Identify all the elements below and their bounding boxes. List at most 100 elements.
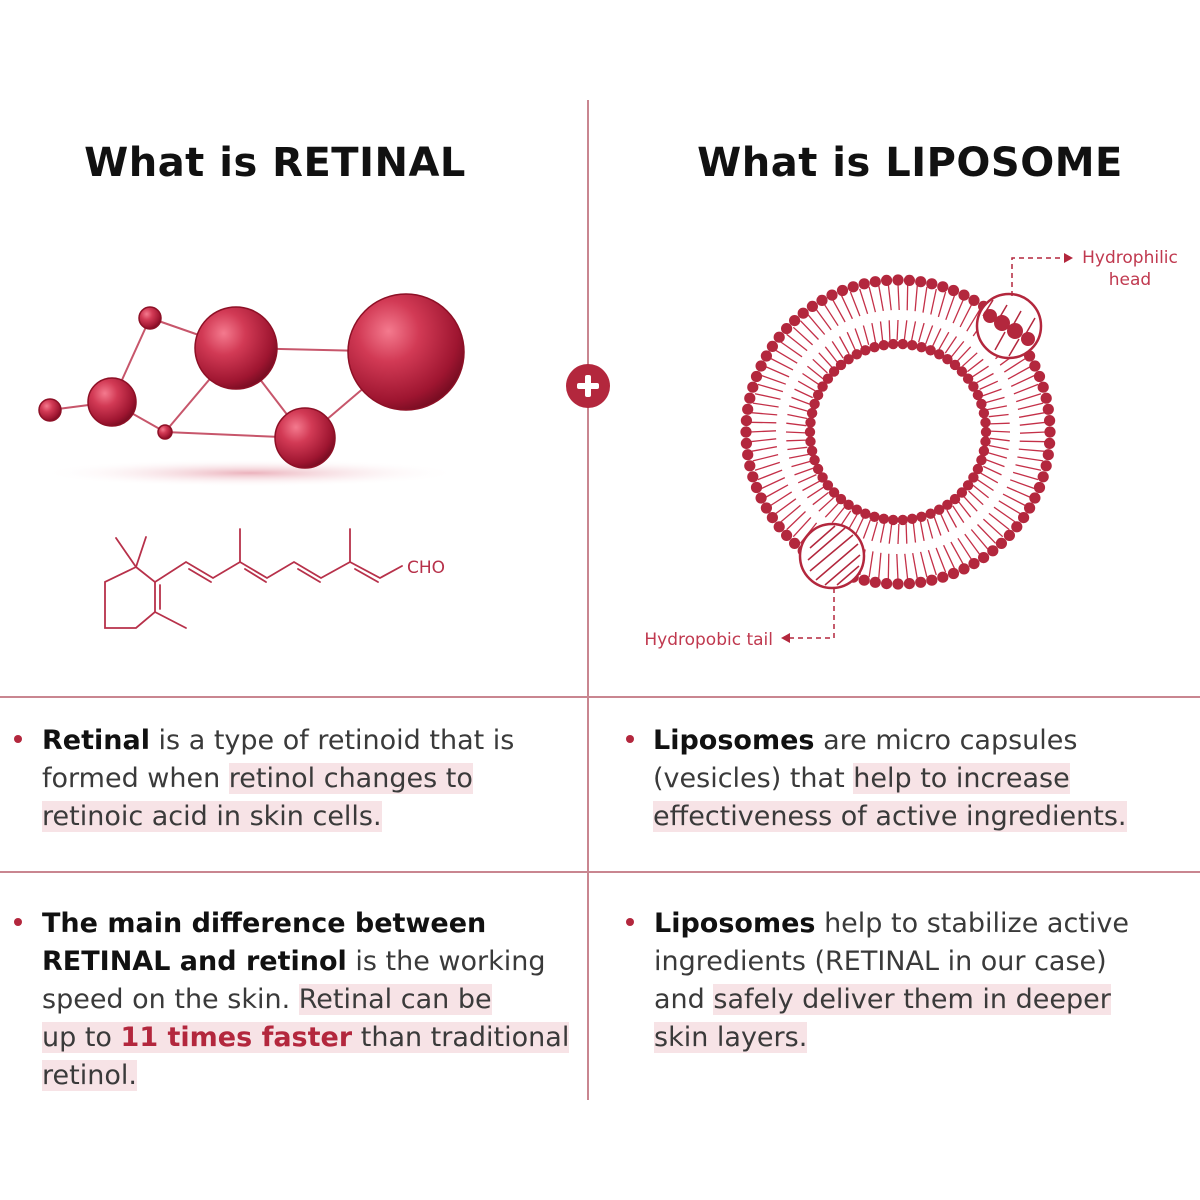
lipid-tail [754,461,780,471]
lipid-tail [794,467,814,476]
lipid-head [892,274,904,286]
lipid-head [826,289,838,301]
lipid-head [942,499,953,510]
speed-highlight: 11 times faster [120,1022,353,1053]
retinal-definition: Retinal is a type of retinoid that is fo… [14,722,514,836]
lipid-head [1037,471,1049,483]
lipid-tail [786,422,807,427]
atom [157,424,173,440]
lipid-tail [862,519,872,539]
lipid-head [750,481,763,494]
lipid-tail [761,374,787,385]
lipid-head [817,381,828,392]
lipid-head [869,576,881,588]
lipid-tail [964,533,981,556]
lipid-tail [812,358,828,374]
retinal-term: Retinal [42,725,150,756]
liposome-definition-text: (vesicles) that [653,763,854,794]
lipid-head [858,574,870,586]
lipid-head [925,508,936,519]
difference-heading: The main difference between [42,908,487,939]
lipid-head [843,499,854,510]
hydrophilic-label-line-2: head [1109,270,1151,290]
horizontal-divider-top [0,696,1200,698]
lipid-head [860,345,871,356]
lipid-tail [786,511,806,531]
lipid-head [881,274,893,286]
lipid-tail [1018,412,1045,418]
lipid-tail [924,325,934,345]
highlighted-text: retinol changes to [228,763,473,794]
lipid-head [1024,502,1036,514]
lipid-tail [818,352,833,369]
lipid-tail [985,458,1005,468]
lipid-head [916,511,927,522]
lipid-tail [966,308,981,332]
lipid-head [822,480,834,491]
lipid-tail [982,388,1002,397]
lipid-tail [927,550,937,576]
lipid-head [995,537,1008,550]
lipid-head [942,354,953,365]
lipid-tail [926,519,934,539]
lipid-tail [1006,486,1031,499]
lipid-tail [989,430,1011,433]
lipid-tail [750,438,777,443]
lipid-tail [824,502,840,518]
lipid-tail [868,286,877,313]
lipid-head [851,349,862,360]
lipid-head [1044,426,1056,438]
liposome-definition-text: are micro capsules [814,725,1078,756]
lipid-head [980,417,991,428]
lipid-tail [797,380,816,392]
retinal-definition-text: is a type of retinoid that is [149,725,515,756]
lipid-head [1033,481,1046,494]
liposome-definition: Liposomes are micro capsules (vesicles) … [626,722,1127,836]
lipid-tail [931,328,942,347]
lipid-head [907,513,918,524]
lipid-head [934,504,945,515]
lipid-tail [961,352,978,367]
lipid-head [1033,370,1046,383]
lipid-head [881,578,893,590]
lipid-head [773,521,785,533]
lipid-tail [983,465,1002,476]
lipid-head [878,513,889,524]
lipid-tail [1002,493,1027,507]
lipid-head [797,307,809,319]
lipid-tail [982,518,1004,538]
lipid-tail [912,522,917,543]
lipid-tail [1019,440,1046,443]
lipid-head [907,340,918,351]
lipid-tail [919,551,928,578]
lipid-head [949,493,961,505]
lipid-tail [987,405,1008,411]
lipid-tail [849,291,861,317]
liposome-title: What is LIPOSOME [697,140,1123,186]
lipid-head [860,508,871,519]
lipid-head [766,511,779,524]
lipid-head [817,472,828,483]
lipid-tail [940,513,950,533]
lipid-head [843,354,854,365]
lipid-head [956,366,968,377]
lipid-head [937,281,949,293]
lipid-tail [970,529,989,550]
lipid-tail [774,349,798,364]
highlighted-text: safely deliver them in deeper [713,984,1111,1015]
lipid-head [1003,529,1016,542]
lipid-head [978,407,990,419]
lipid-tail [823,303,839,327]
lipid-tail [975,372,994,384]
lipid-tail [788,453,809,459]
lipid-tail [952,505,965,523]
lipid-tail [956,346,972,362]
lipid-head [1042,449,1054,461]
lipid-tail [797,474,817,484]
lipid-head [978,552,990,564]
lipid-tail [1012,471,1039,481]
lipid-tail [854,328,863,348]
lipid-head [980,426,992,438]
